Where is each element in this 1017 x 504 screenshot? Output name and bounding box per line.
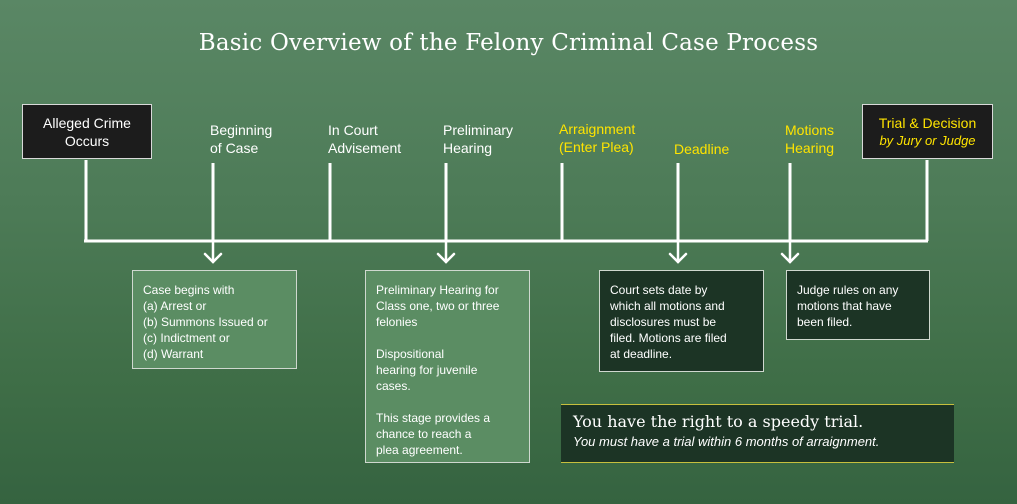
stage-label-beginning: Beginning of Case [210,122,273,156]
speedy-trial-note: You have the right to a speedy trial. Yo… [561,404,954,463]
stage-label-motions: Motions Hearing [785,122,835,156]
stage-label-advisement: In Court Advisement [328,122,402,156]
end-box: Trial & Decision by Jury or Judge [862,104,993,159]
stage-label-deadline: Deadline [674,141,730,157]
end-label: Trial & Decision [878,114,977,131]
stage-label-arraignment: Arraignment (Enter Plea) [559,121,636,155]
detail-box-deadline: Court sets date by which all motions and… [599,270,764,372]
speedy-trial-headline: You have the right to a speedy trial. [573,412,864,431]
start-box: Alleged Crime Occurs [22,104,152,159]
stage-label-preliminary: Preliminary Hearing [443,122,514,156]
down-arrow-icon [203,241,223,264]
down-arrow-icon [780,241,800,264]
diagram-title: Basic Overview of the Felony Criminal Ca… [198,30,819,56]
detail-box-preliminary: Preliminary Hearing for Class one, two o… [365,270,530,463]
speedy-trial-subline: You must have a trial within 6 months of… [573,434,880,449]
down-arrow-icon [668,241,688,264]
end-sublabel: by Jury or Judge [879,132,976,148]
detail-box-beginning: Case begins with (a) Arrest or (b) Summo… [132,270,297,369]
start-label: Alleged Crime Occurs [43,114,131,149]
detail-box-motions: Judge rules on any motions that have bee… [786,270,930,340]
down-arrow-icon [436,241,456,264]
